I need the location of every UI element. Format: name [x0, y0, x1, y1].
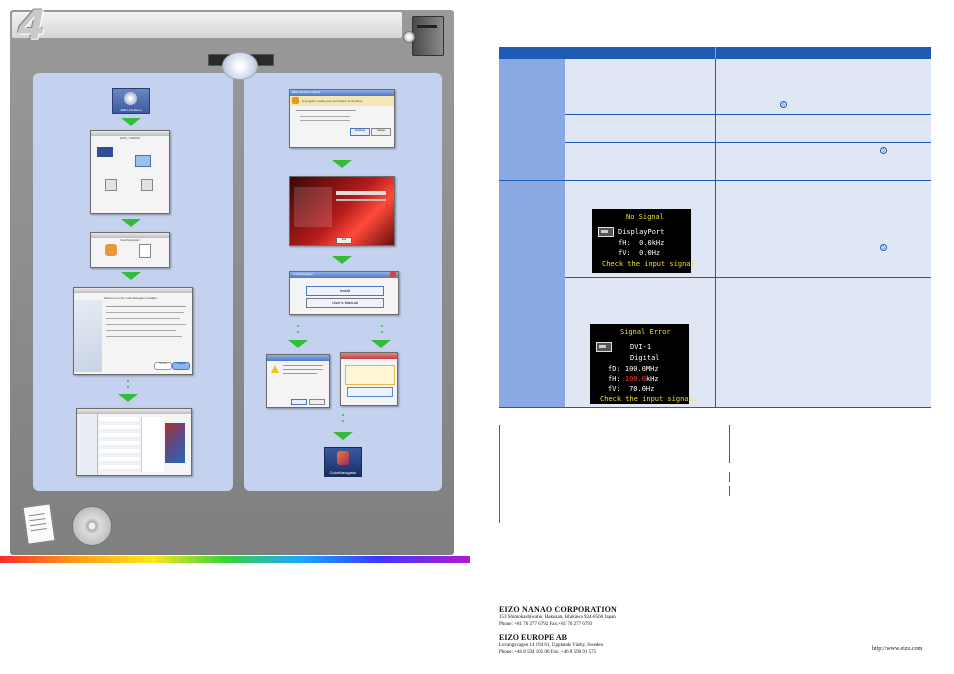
uac-title: User Account Control: [292, 90, 321, 94]
europe-phone: Phone: +46 8 594 105 00 Fax: +46 8 590 9…: [499, 650, 597, 655]
uac-heading: A program needs your permission to conti…: [302, 99, 363, 103]
win-arrow-3b: [371, 340, 391, 348]
note-bar: [729, 425, 730, 463]
cd-rom-icon: [72, 506, 112, 546]
osd-title: No Signal: [626, 213, 664, 221]
installer-heading: Welcome to the ColorNavigator Installer: [104, 296, 157, 300]
mac-installer-window: Welcome to the ColorNavigator Installer …: [73, 287, 193, 375]
osd-fh-unit: kHz: [645, 375, 659, 383]
osd-fv: fV: 0.0Hz: [618, 249, 661, 257]
table-row: [565, 115, 931, 142]
mac-cd-label: EIZO-CD-Menu: [120, 108, 142, 112]
osd-port: DisplayPort: [618, 228, 665, 236]
mac-arrow-4: [118, 394, 138, 402]
website-link[interactable]: http://www.eizo.com: [872, 646, 923, 652]
win-arrow-3a: [288, 340, 308, 348]
install-button: Install: [306, 286, 384, 296]
reference-mark: 6: [780, 101, 787, 108]
users-manual-button: User's Manual: [306, 298, 384, 308]
reference-mark: 5: [880, 244, 887, 251]
table-row: [565, 143, 931, 180]
win-arrow-1: [332, 160, 352, 168]
category-cell-1: [499, 59, 565, 180]
mac-cd-desktop-icon: EIZO-CD-Menu: [112, 88, 150, 114]
go-back-button: Go Back: [154, 362, 172, 370]
osd-message: Check the input signal.: [600, 395, 697, 403]
osd-fv: fV: 70.0Hz: [608, 385, 655, 393]
mac-arrow-3: [121, 272, 141, 280]
close-icon: [390, 272, 396, 277]
osd-mode: Digital: [630, 354, 660, 362]
osd-title: Signal Error: [620, 328, 671, 336]
osd-port: DVI-1: [630, 343, 652, 351]
category-cell-2: [499, 181, 565, 407]
reference-mark: 5: [880, 147, 887, 154]
colornavigator-menu-dialog: ColorNavigator Install User's Manual: [289, 271, 399, 315]
osd-signal-error: Signal Error DVI-1 Digital fD: 100.0MHz …: [590, 324, 697, 404]
table-header: [499, 47, 931, 59]
connector-icon: [598, 227, 614, 237]
osd-fh: fH: 100.0kHz: [608, 374, 659, 384]
win-arrow-2: [332, 256, 352, 264]
osd-fh-value: 100.0: [624, 375, 646, 383]
pdf-manual-icon: [139, 244, 151, 258]
file-icon: [141, 179, 153, 191]
nanao-company-name: EIZO NANAO CORPORATION: [499, 605, 618, 614]
connector-icon: [596, 342, 612, 352]
osd-fh: fH: 0.0kHz: [618, 239, 665, 247]
mac-arrow-2: [121, 219, 141, 227]
cd-icon: [124, 92, 137, 105]
mac-colornavigator-window: [76, 408, 192, 476]
osd-no-signal: No Signal DisplayPort fH: 0.0kHz fV: 0.0…: [592, 209, 699, 273]
file-icon: [105, 179, 117, 191]
win-arrow-4: [333, 432, 353, 440]
colornavigator-app-icon: [337, 451, 349, 465]
table-row: [565, 59, 931, 114]
colornavigator-desktop-icon: ColorNavigator: [324, 447, 362, 477]
folder-icon: [135, 155, 151, 167]
warning-icon: [271, 365, 279, 373]
continue-button: Continue: [172, 362, 190, 370]
note-bar: [499, 425, 500, 523]
uac-cancel-button: Cancel: [371, 128, 391, 136]
step-header-bar: [12, 12, 402, 38]
europe-address: Lovangsvagen 14 194 61, Upplands Väsby, …: [499, 643, 604, 648]
installer-sidebar: [74, 300, 102, 372]
europe-company-name: EIZO EUROPE AB: [499, 633, 568, 642]
nanao-phone: Phone: +81 76 277 6792 Fax:+81 76 277 67…: [499, 622, 593, 627]
osd-fd: fD: 100.0MHz: [608, 365, 659, 373]
shield-warning-icon: [292, 97, 299, 104]
colornavigator-app-icon: [105, 244, 117, 256]
eizo-logo-icon: [97, 147, 113, 157]
finder-title: EIZO_CDROM: [119, 136, 140, 140]
osd-fh-label: fH:: [608, 375, 625, 383]
nanao-address: 153 Shimokashiwano, Hakusan, Ishikawa 92…: [499, 615, 616, 620]
mac-finder-window: EIZO_CDROM: [90, 130, 170, 214]
pc-tower-icon: [412, 16, 444, 56]
installer-splash: Exit: [289, 176, 395, 246]
cd-insert-icon: [403, 31, 415, 43]
colornavigator-app-label: ColorNavigator: [329, 470, 357, 475]
manual-icon: [22, 503, 56, 545]
mac-app-folder-window: ColorNavigator: [90, 232, 170, 268]
osd-message: Check the input signal.: [602, 260, 699, 268]
mac-arrow-1: [121, 118, 141, 126]
uac-dialog: User Account Control A program needs you…: [289, 89, 395, 148]
app-folder-title: ColorNavigator: [119, 238, 140, 242]
note-bar: [729, 472, 730, 482]
install-wizard-window: [266, 354, 330, 408]
rainbow-bar: [0, 556, 470, 563]
menu-title: ColorNavigator: [293, 272, 314, 276]
uac-continue-button: Continue: [350, 128, 370, 136]
note-bar: [729, 486, 730, 496]
step-number: 4: [18, 3, 46, 49]
pdf-manual-window: [340, 352, 398, 406]
cd-disc-icon: [222, 52, 258, 80]
splash-exit-button: Exit: [336, 237, 352, 244]
